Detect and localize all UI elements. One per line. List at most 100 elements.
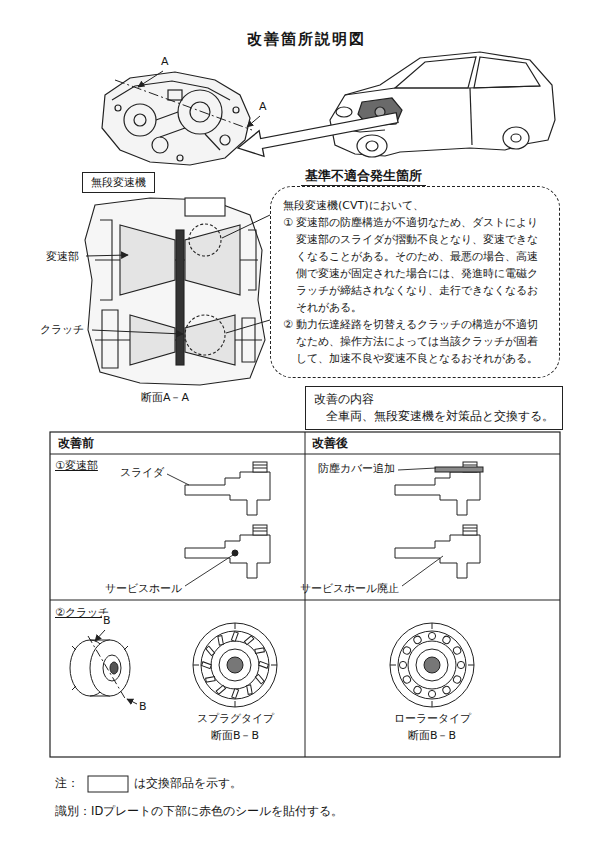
clutch-drawing (103, 655, 121, 681)
roller-clutch-section (452, 675, 462, 685)
sprag-clutch-section (255, 674, 264, 683)
clutch-drawing (72, 646, 128, 690)
slider-before-bottom (253, 528, 267, 531)
remedy-box: 改善の内容全車両、無段変速機を対策品と交換する。 (305, 386, 563, 430)
slider-after-bottom (463, 528, 477, 531)
cross-section-drawing (130, 315, 175, 365)
transmission-drawing (168, 90, 182, 100)
sprag-clutch-section (193, 623, 277, 707)
sprag-clutch-section (193, 623, 277, 707)
section-cut-line (88, 630, 137, 704)
section-cut-line (115, 80, 252, 130)
callout-item: ② 動力伝達経路を切替えるクラッチの構造が不適切なため、操作方法によっては当該ク… (283, 316, 547, 367)
transmission-drawing (102, 72, 250, 165)
section-cut-line (127, 699, 137, 704)
transmission-drawing (178, 90, 222, 134)
cross-section-drawing (189, 224, 221, 256)
roller-clutch-section (399, 632, 464, 697)
vehicle-drawing (330, 52, 555, 157)
page-title: 改善箇所説明図 (0, 30, 612, 49)
roller-clutch-section (413, 635, 423, 645)
sprag-clutch-section (259, 661, 269, 668)
slider-after-bottom (395, 535, 480, 578)
roller-clutch-section (390, 623, 474, 707)
section-cut-line (115, 71, 260, 130)
part-label: クラッチ (40, 323, 84, 336)
roller-clutch-section (402, 646, 412, 656)
slider-before-bottom (185, 525, 270, 578)
section-cut-line (95, 630, 105, 641)
part-label: スライダ (120, 466, 164, 479)
vehicle-drawing (503, 127, 529, 149)
section-mark: B (138, 700, 148, 713)
slider-after-top (395, 472, 480, 515)
slider-after-top (395, 462, 483, 515)
slider-before-top (185, 472, 270, 515)
pointer-arrow (236, 105, 400, 161)
defect-callout-box: 基準不適合発生箇所無段変速機(CVT)において、① 変速部の防塵構造が不適切なた… (270, 186, 560, 378)
roller-clutch-section (399, 661, 406, 668)
cross-section-drawing (85, 198, 265, 385)
type-caption: スプラグタイプ (197, 712, 274, 725)
cross-section-drawing (85, 198, 265, 385)
sprag-clutch-section (206, 677, 216, 683)
transmission-drawing (102, 72, 250, 165)
slider-before-bottom (185, 535, 270, 578)
cross-section-drawing (120, 225, 175, 295)
section-cut-line (247, 116, 260, 127)
vehicle-drawing (345, 86, 540, 95)
transmission-drawing (134, 114, 146, 126)
sprag-clutch-section (206, 646, 215, 655)
roller-clutch-section (424, 657, 440, 673)
roller-clutch-section (428, 632, 435, 639)
cross-section-drawing (100, 220, 256, 300)
cross-section-drawing (185, 315, 235, 365)
vehicle-drawing (395, 57, 476, 88)
sprag-clutch-section (211, 641, 259, 689)
leader-lines (167, 474, 189, 485)
transmission-drawing (112, 81, 230, 100)
vehicle-drawing (470, 88, 472, 145)
section-cut-line (88, 636, 126, 700)
note-text: は交換部品を示す。 (134, 777, 242, 791)
type-caption: ローラータイプ (394, 712, 471, 725)
slider-after-bottom (463, 525, 477, 535)
roller-clutch-section (428, 690, 435, 697)
section-mark: B (102, 614, 112, 627)
section-mark: A (160, 55, 170, 68)
slider-before-top (185, 462, 270, 515)
slider-before-top (253, 462, 267, 472)
sprag-clutch-section (255, 648, 265, 654)
note-text: 識別：IDプレートの下部に赤色のシールを貼付する。 (55, 805, 343, 819)
transmission-drawing (220, 135, 230, 145)
sprag-clutch-section (227, 657, 243, 673)
vehicle-drawing (511, 134, 521, 142)
transmission-drawing (233, 107, 239, 113)
roller-clutch-section (452, 646, 462, 656)
transmission-drawing (190, 102, 210, 122)
view-caption: 断面A－A (141, 391, 189, 404)
cross-section-drawing (185, 315, 225, 355)
sprag-clutch-section (216, 685, 225, 694)
roller-clutch-section (390, 623, 474, 707)
section-heading: 基準不適合発生箇所 (301, 166, 426, 186)
sprag-clutch-section (193, 623, 277, 707)
view-caption: 断面B－B (408, 729, 456, 742)
roller-clutch-section (457, 661, 464, 668)
part-label: サービスホール廃止 (300, 582, 399, 595)
roller-clutch-section (408, 641, 456, 689)
comparison-table (50, 600, 560, 601)
sprag-clutch-section (232, 689, 239, 699)
slider-after-bottom (395, 525, 480, 578)
transmission-drawing (152, 137, 168, 153)
transmission-drawing (124, 104, 156, 136)
part-label: 変速部 (46, 250, 79, 263)
row-heading: ②クラッチ (55, 606, 109, 619)
part-label: 防塵カバー追加 (318, 462, 395, 475)
vehicle-drawing (366, 141, 378, 151)
sprag-clutch-section (247, 685, 253, 695)
clutch-drawing (70, 640, 130, 696)
cross-section-drawing (86, 255, 128, 256)
component-box: 無段変速機 (82, 172, 155, 193)
table-header: 改善前 (58, 437, 94, 451)
